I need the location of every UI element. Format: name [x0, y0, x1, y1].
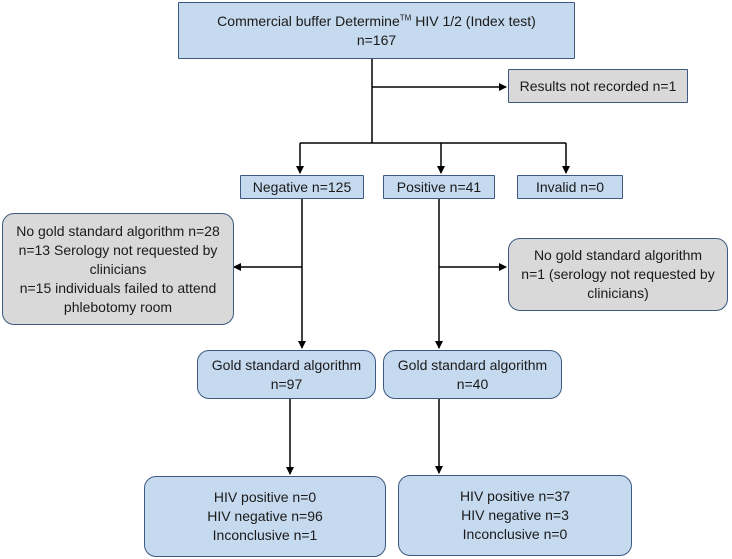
negative-box: Negative n=125 — [240, 175, 364, 199]
index-test-count: n=167 — [356, 31, 397, 48]
gold-standard-negative-box: Gold standard algorithm n=97 — [197, 350, 376, 399]
positive-outcome-box: HIV positive n=37 HIV negative n=3 Incon… — [398, 475, 632, 556]
trademark-superscript: TM — [399, 12, 412, 22]
index-test-title: Commercial buffer DetermineTM HIV 1/2 (I… — [217, 12, 536, 29]
invalid-box: Invalid n=0 — [517, 175, 623, 199]
results-not-recorded-box: Results not recorded n=1 — [508, 69, 688, 103]
negative-outcome-box: HIV positive n=0 HIV negative n=96 Incon… — [144, 476, 386, 557]
arrow-to-results-not-recorded — [371, 58, 507, 143]
index-test-box: Commercial buffer DetermineTM HIV 1/2 (I… — [178, 2, 575, 59]
branch-to-results — [296, 142, 570, 174]
no-gold-standard-negative-box: No gold standard algorithm n=28 n=13 Ser… — [2, 213, 234, 325]
positive-path-arrows — [435, 199, 507, 474]
negative-path-arrows — [233, 199, 306, 475]
no-gold-standard-positive-box: No gold standard algorithm n=1 (serology… — [508, 238, 728, 311]
positive-box: Positive n=41 — [383, 175, 495, 199]
gold-standard-positive-box: Gold standard algorithm n=40 — [383, 350, 562, 399]
